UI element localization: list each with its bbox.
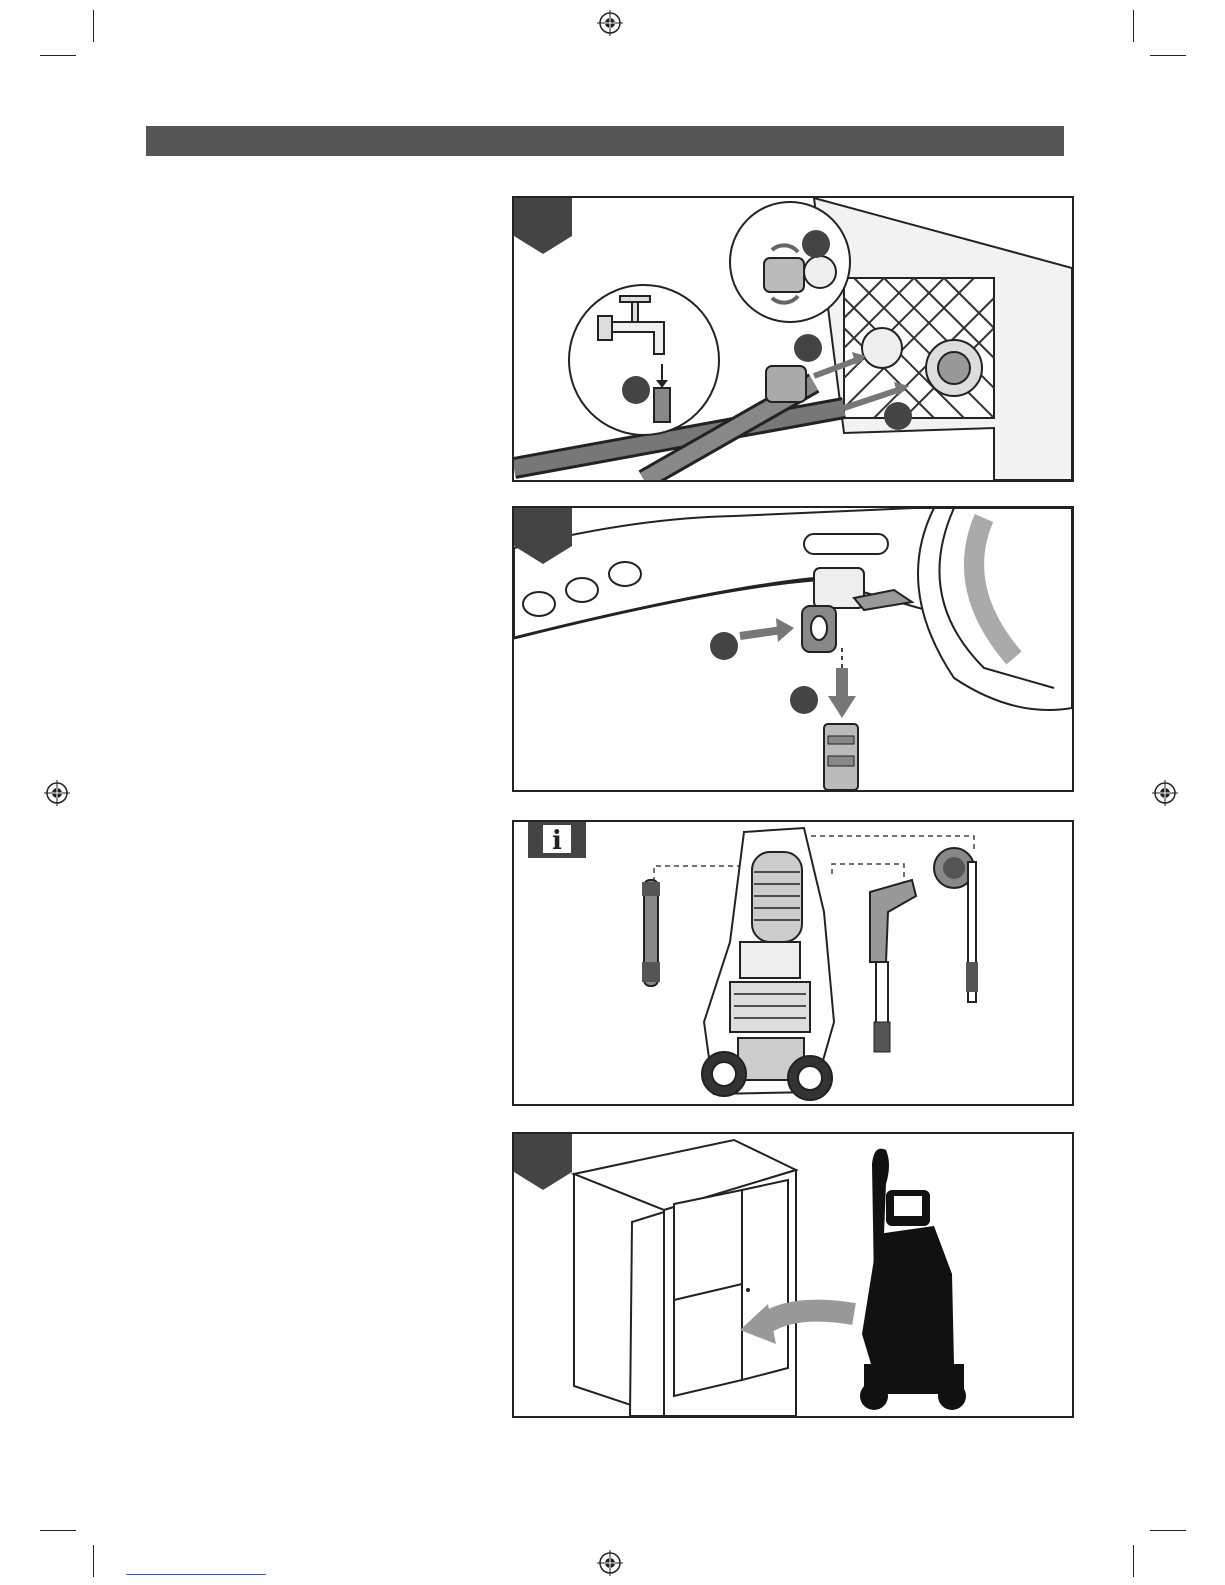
cabinet-storage-illustration [514, 1134, 1072, 1416]
crop-mark [1150, 55, 1186, 56]
crop-mark [1133, 1545, 1134, 1577]
panel-hose-connection [512, 196, 1074, 482]
crop-mark [40, 55, 76, 56]
hose-connection-illustration [514, 198, 1072, 480]
step-tab-icon [514, 198, 572, 254]
registration-mark-icon [44, 780, 70, 806]
info-icon: i [541, 823, 573, 855]
registration-mark-icon [1152, 780, 1178, 806]
step-tab-icon [514, 1134, 572, 1190]
footer-underline [126, 1574, 266, 1575]
registration-mark-icon [597, 1550, 623, 1576]
crop-mark [93, 1545, 94, 1577]
crop-mark [1150, 1530, 1186, 1531]
section-header-bar [146, 126, 1064, 156]
crop-mark [1133, 10, 1134, 42]
crop-mark [40, 1530, 76, 1531]
panel-cabinet-storage [512, 1132, 1074, 1418]
registration-mark-icon [597, 10, 623, 36]
crop-mark [93, 10, 94, 42]
trigger-lock-illustration [514, 508, 1072, 790]
accessory-storage-illustration [514, 822, 1072, 1104]
panel-accessory-storage: i [512, 820, 1074, 1106]
step-tab-icon [514, 508, 572, 564]
panel-trigger-lock [512, 506, 1074, 792]
info-tab: i [528, 820, 586, 858]
